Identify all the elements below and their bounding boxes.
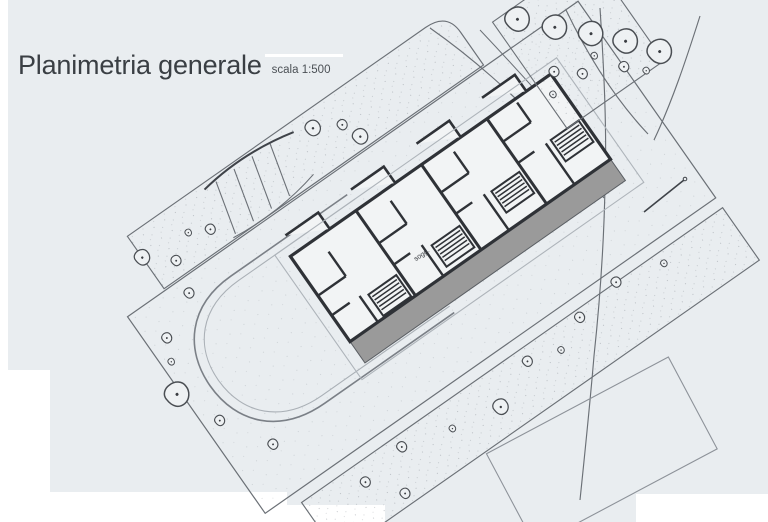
unit-2: sogg.	[350, 164, 476, 277]
south-strip	[300, 206, 761, 522]
stair-1	[366, 273, 413, 318]
scan-edge-bottom-left	[8, 398, 50, 522]
stair-2	[430, 224, 476, 269]
stair-3	[490, 170, 536, 215]
driveway-loop	[193, 193, 455, 423]
title-rule-artifact	[265, 54, 343, 57]
unit-4	[481, 73, 595, 186]
scan-edge-bottom-left-notch	[8, 370, 50, 400]
page-title: Planimetria generale	[18, 50, 262, 80]
unit-3	[415, 118, 536, 232]
leader-line	[643, 176, 688, 213]
scan-edge-bottom-right	[636, 494, 768, 522]
plot-boundary	[126, 0, 717, 515]
north-strip	[126, 20, 485, 290]
residential-block: sogg.	[284, 71, 627, 364]
stair-4	[549, 119, 595, 163]
unit-1	[284, 210, 413, 323]
east-empty-lot	[485, 356, 718, 522]
site-plot: sogg.	[126, 0, 761, 522]
driveway-inner	[203, 198, 450, 413]
scan-edge-bottom-mid	[50, 492, 287, 522]
parking-bays	[203, 131, 314, 239]
building-setback-line	[274, 57, 645, 381]
party-walls	[354, 117, 548, 297]
scale-label: scala 1:500	[271, 64, 331, 76]
title-block: Planimetria generale scala 1:500	[18, 50, 330, 81]
unit-plans: sogg.	[284, 73, 595, 323]
scan-edge-left	[0, 0, 8, 522]
